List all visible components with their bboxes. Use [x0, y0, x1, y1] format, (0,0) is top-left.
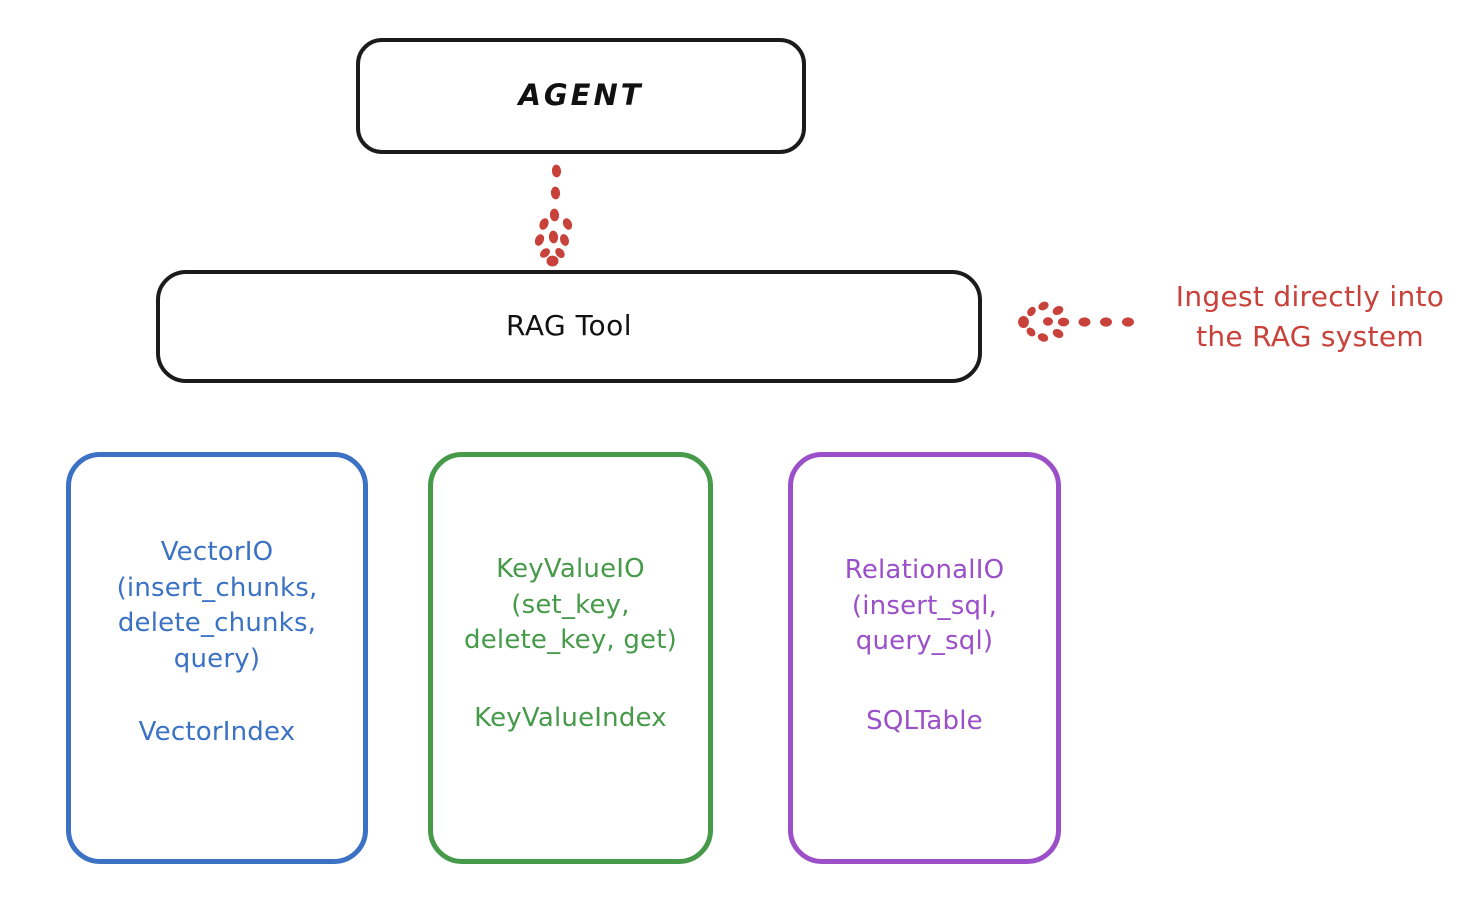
node-agent[interactable]: AGENT — [356, 38, 806, 154]
node-key-value-io-api-label: KeyValueIO (set_key, delete_key, get) — [464, 554, 677, 656]
node-vector-io-index-label: VectorIndex — [138, 717, 296, 748]
node-relational-io-content: RelationalIO (insert_sql, query_sql) SQL… — [793, 457, 1056, 739]
node-vector-io-api-label: VectorIO (insert_chunks, delete_chunks, … — [116, 537, 318, 674]
edge-ingest-to-rag-tool-icon — [1018, 301, 1134, 342]
node-vector-io[interactable]: VectorIO (insert_chunks, delete_chunks, … — [66, 452, 368, 864]
node-vector-io-content: VectorIO (insert_chunks, delete_chunks, … — [71, 457, 363, 751]
node-relational-io-api-label: RelationalIO (insert_sql, query_sql) — [844, 555, 1005, 657]
node-key-value-io[interactable]: KeyValueIO (set_key, delete_key, get) Ke… — [428, 452, 713, 864]
node-rag-tool-label: RAG Tool — [506, 309, 632, 343]
node-key-value-io-content: KeyValueIO (set_key, delete_key, get) Ke… — [433, 457, 708, 736]
node-relational-io[interactable]: RelationalIO (insert_sql, query_sql) SQL… — [788, 452, 1061, 864]
edge-agent-to-rag-tool-icon — [534, 164, 573, 267]
node-agent-label: AGENT — [518, 78, 644, 113]
node-key-value-io-index-label: KeyValueIndex — [474, 702, 667, 733]
node-rag-tool[interactable]: RAG Tool — [156, 270, 982, 383]
annotation-ingest-text: Ingest directly into the RAG system — [1175, 280, 1445, 353]
node-relational-io-index-label: SQLTable — [866, 705, 983, 736]
